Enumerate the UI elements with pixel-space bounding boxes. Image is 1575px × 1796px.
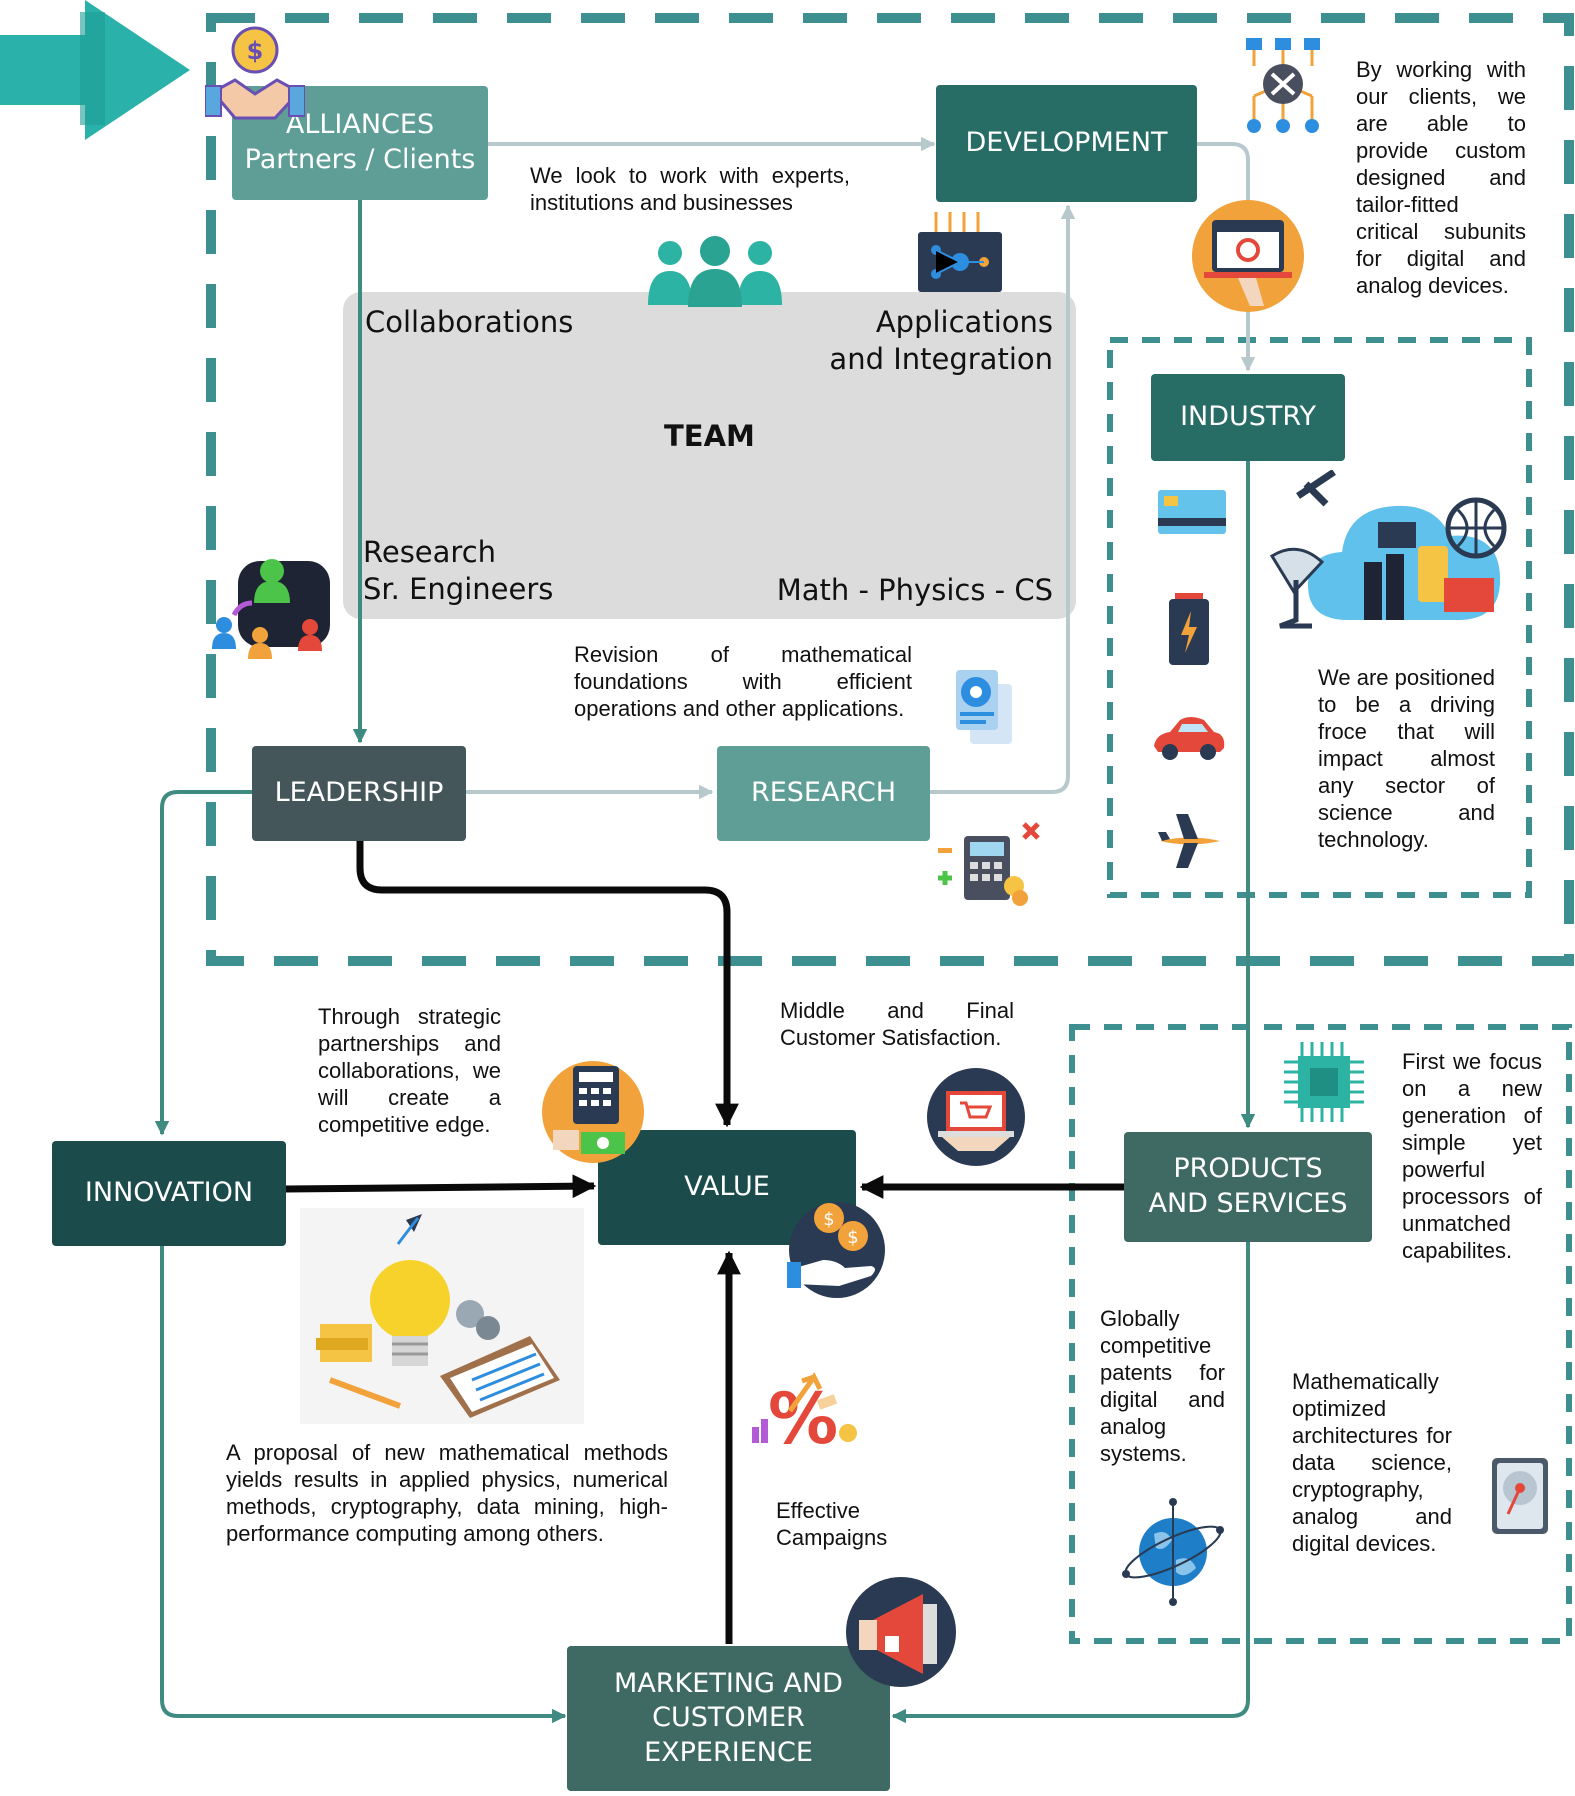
lightbulb-idea-icon — [300, 1208, 584, 1424]
development-box: DEVELOPMENT — [936, 85, 1197, 202]
alliances-box: ALLIANCES Partners / Clients — [232, 86, 488, 200]
group-connection-icon — [212, 559, 330, 659]
handshake-dollar-icon: $ — [205, 26, 305, 120]
industry-region-border — [1107, 337, 1532, 898]
calculator-money-icon — [542, 1061, 644, 1163]
leadership-box: LEADERSHIP — [252, 746, 466, 841]
team-title: TEAM — [664, 419, 755, 453]
network-settings-icon — [1246, 38, 1320, 133]
microchip-icon — [1284, 1042, 1364, 1122]
credit-card-icon — [1158, 490, 1226, 534]
top-region-border — [206, 13, 1574, 966]
revision-text: Revision of mathematical foundations wit… — [574, 642, 912, 721]
hand-coins-icon: $ $ — [787, 1202, 885, 1298]
proposal-text: A proposal of new mathematical methods y… — [226, 1440, 668, 1546]
satisfaction-text: Middle and Final Customer Satisfaction. — [780, 998, 1014, 1050]
svg-text:$: $ — [847, 1227, 858, 1248]
research-box: RESEARCH — [717, 746, 930, 841]
team-math-label: Math - Physics - CS — [776, 573, 1053, 607]
globe-network-icon — [1122, 1498, 1224, 1606]
team-applications-label: Applications and Integration — [829, 305, 1053, 376]
industry-box: INDUSTRY — [1151, 374, 1345, 461]
patents-text: Globally competitive patents for digital… — [1100, 1306, 1225, 1466]
team-research-label: Research Sr. Engineers — [363, 535, 554, 606]
innovation-box: INNOVATION — [52, 1141, 286, 1246]
circuit-monitor-icon — [918, 212, 1002, 292]
hard-drive-icon — [1492, 1458, 1548, 1534]
strategic-text: Through strategic partnerships and colla… — [318, 1004, 501, 1137]
megaphone-icon — [846, 1577, 956, 1687]
cloud-technology-icon — [1269, 470, 1507, 629]
document-gear-icon — [956, 670, 1012, 744]
discount-percent-icon: % — [752, 1372, 857, 1453]
calculator-icon — [938, 822, 1040, 906]
battery-icon — [1169, 593, 1209, 665]
car-icon — [1154, 717, 1225, 760]
experts-text: We look to work with experts, institutio… — [530, 163, 850, 215]
team-collaborations-label: Collaborations — [365, 305, 574, 339]
products-services-box: PRODUCTS AND SERVICES — [1124, 1132, 1372, 1242]
shopping-laptop-icon — [927, 1068, 1025, 1166]
laptop-gear-icon — [1192, 200, 1304, 312]
positioned-text: We are positioned to be a driving froce … — [1318, 665, 1495, 852]
svg-text:$: $ — [823, 1209, 834, 1230]
airplane-icon — [1158, 814, 1220, 868]
team-panel — [343, 292, 1076, 619]
products-region-border — [1069, 1024, 1572, 1644]
team-people-icon — [648, 236, 782, 307]
marketing-box: MARKETING AND CUSTOMER EXPERIENCE — [567, 1646, 890, 1791]
campaigns-text: Effective Campaigns — [776, 1498, 888, 1550]
architectures-text: Mathematically optimized architectures f… — [1292, 1369, 1452, 1556]
processors-text: First we focus on a new generation of si… — [1402, 1049, 1542, 1263]
custom-design-text: By working with our clients, we are able… — [1356, 57, 1526, 298]
svg-text:$: $ — [247, 37, 264, 65]
